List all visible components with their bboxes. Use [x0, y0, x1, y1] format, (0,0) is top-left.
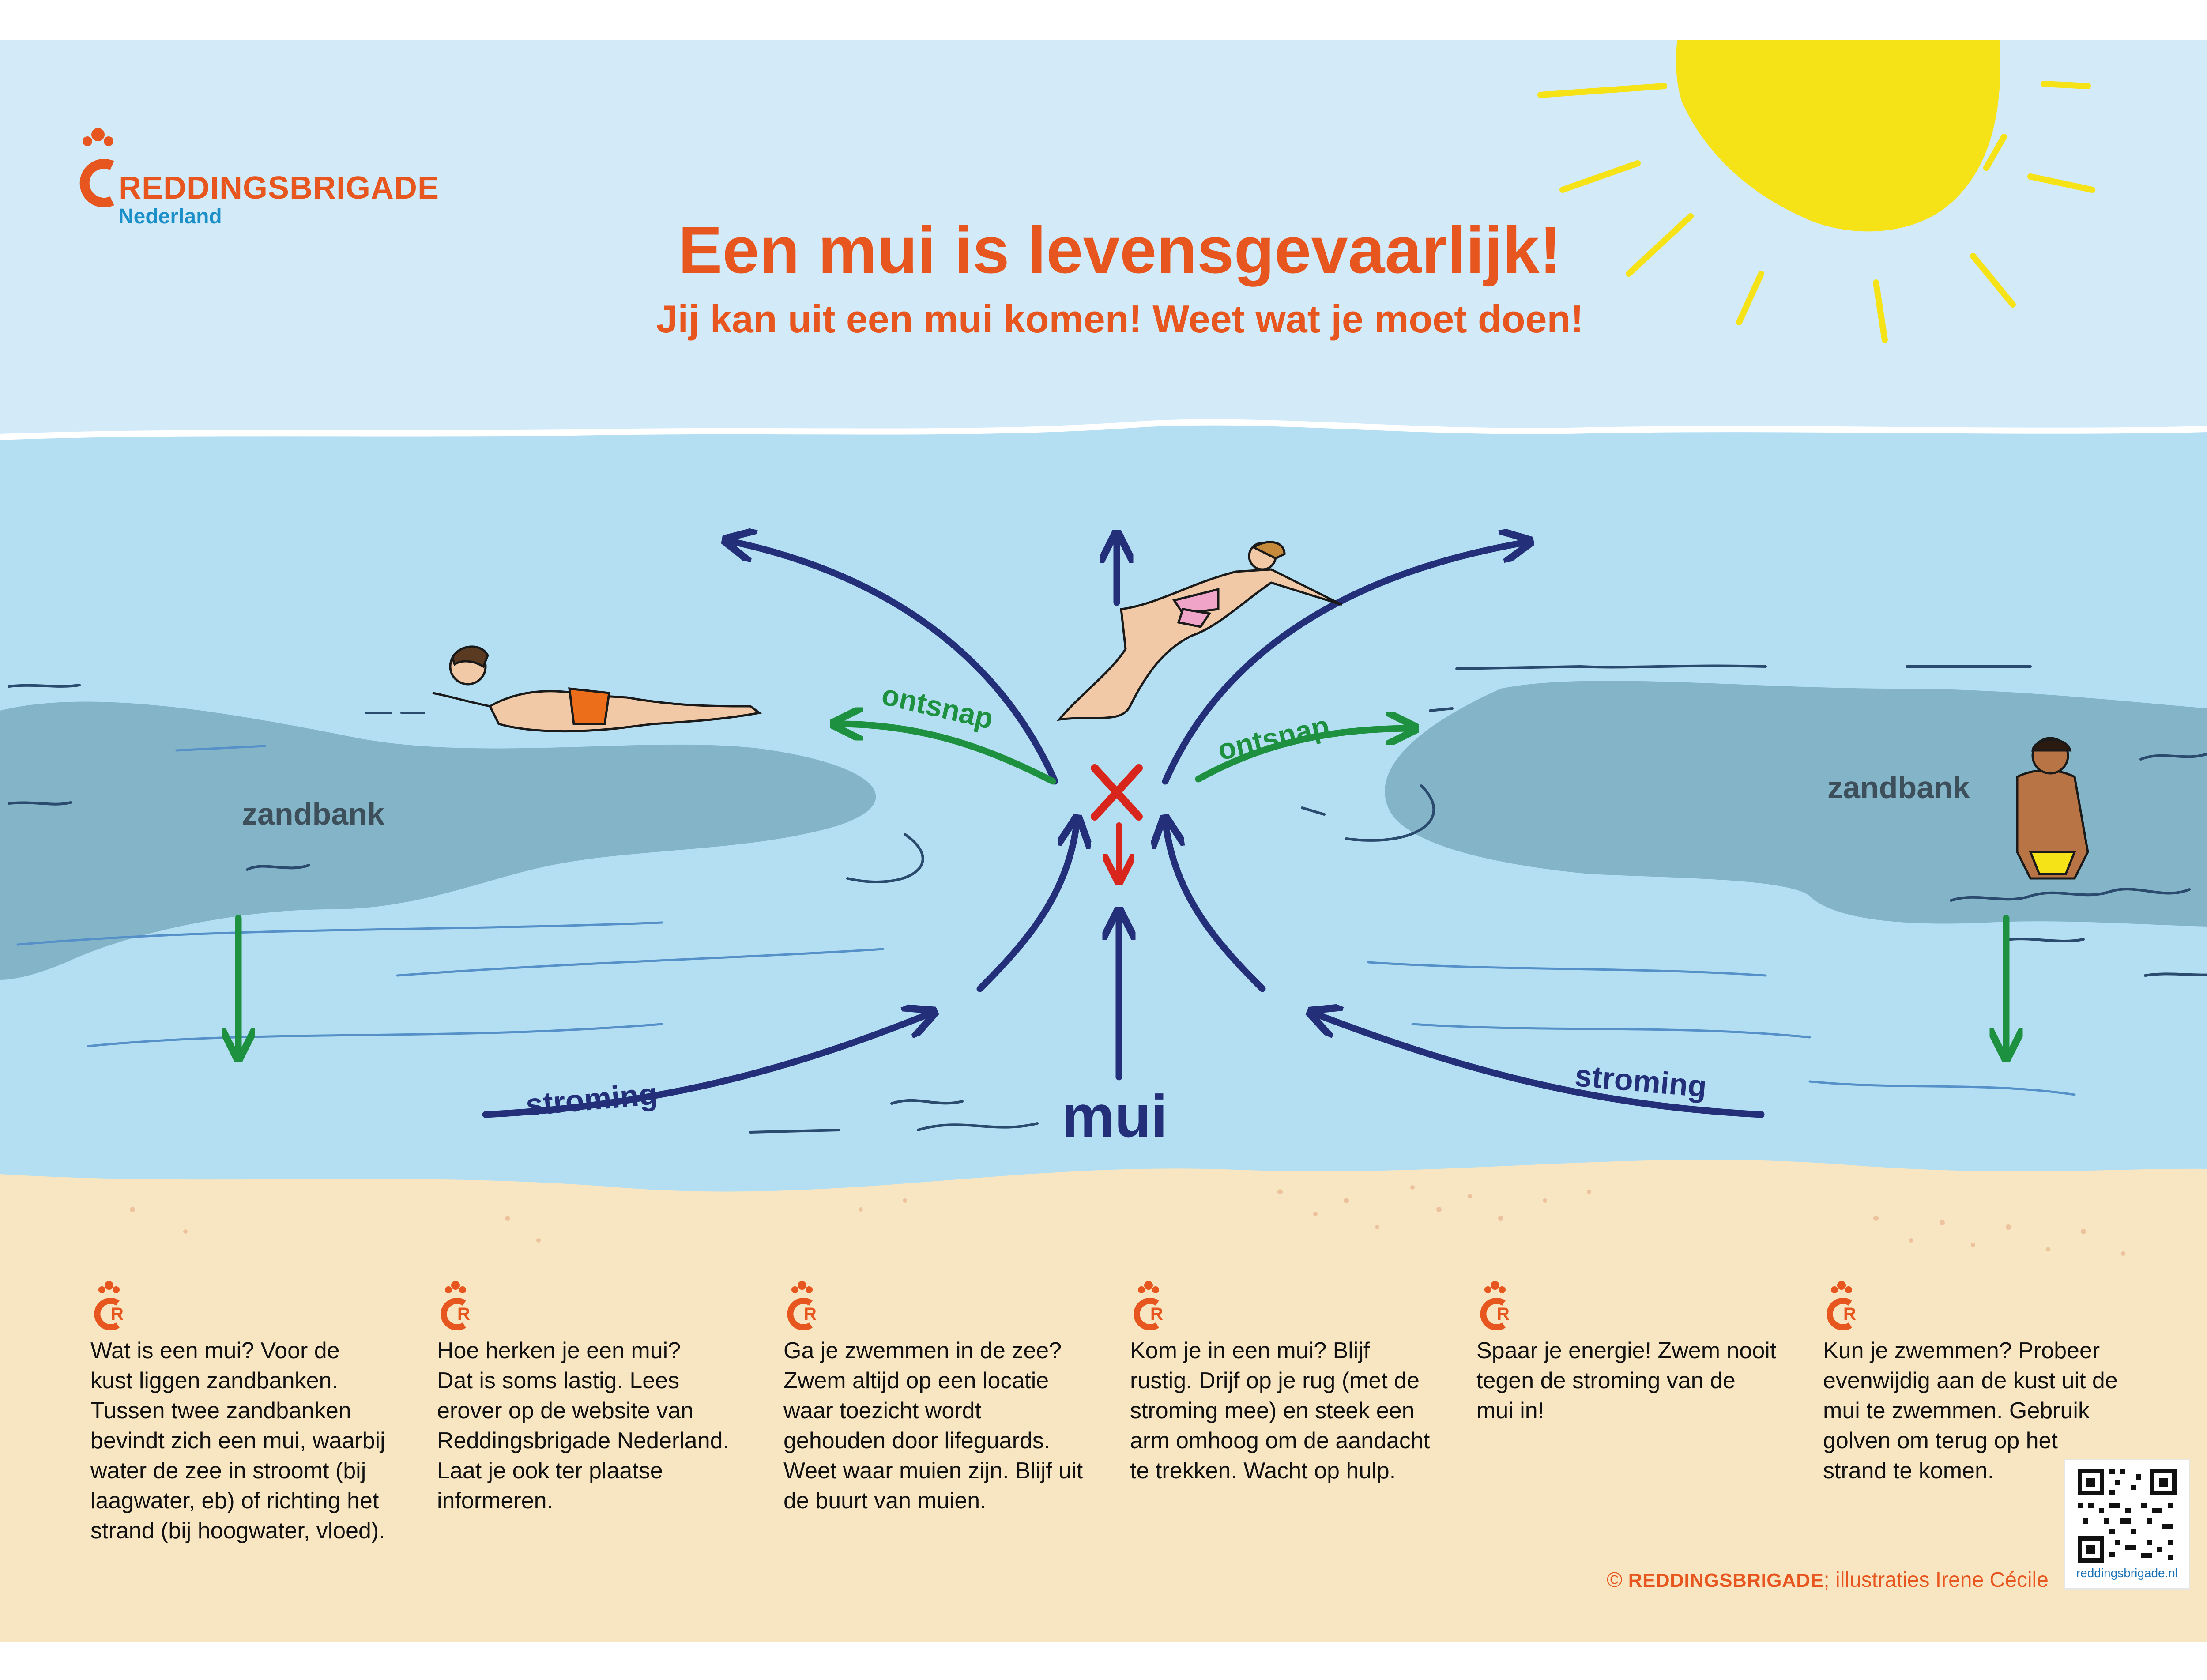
escape-arrows	[238, 724, 2006, 1055]
tip-4: R Kom je in een mui? Blijf rustig. Drijf…	[1130, 1280, 1452, 1486]
standing-figure	[2016, 737, 2089, 880]
tip-2: R Hoe herken je een mui? Dat is soms las…	[437, 1280, 759, 1516]
credit-brand: REDDINGSBRIGADE	[1628, 1570, 1824, 1591]
lifebuoy-logo-icon: R	[787, 1281, 817, 1330]
credit-text: ; illustraties Irene Cécile	[1823, 1568, 2049, 1592]
swimmer-figure	[432, 645, 762, 733]
brand-name: REDDINGSBRIGADE	[118, 170, 440, 206]
tip-text: Kun je zwemmen? Probeer evenwijdig aan d…	[1823, 1338, 2118, 1484]
arrow-stroming-left	[482, 1013, 931, 1118]
brand-sub: Nederland	[118, 205, 222, 228]
svg-text:R: R	[1497, 1304, 1510, 1324]
label-mui: mui	[1062, 1083, 1168, 1149]
danger-cross-icon	[1091, 764, 1143, 878]
tip-text: Wat is een mui? Voor de kust liggen zand…	[90, 1338, 385, 1544]
arrow-out-right	[1162, 542, 1527, 785]
sea	[0, 422, 2207, 1218]
arrow-ontsnap-left	[836, 724, 1056, 785]
lifebuoy-logo-icon: R	[441, 1281, 470, 1330]
sandbank-left	[0, 701, 876, 980]
svg-text:R: R	[111, 1304, 124, 1324]
page-title: Een mui is levensgevaarlijk!	[678, 213, 1562, 287]
sun-icon	[1537, 40, 2095, 343]
qr-pattern	[2078, 1469, 2177, 1563]
label-ontsnap-left: ontsnap	[879, 678, 997, 735]
lifebuoy-logo-icon: R	[1134, 1281, 1163, 1330]
lifebuoy-logo-icon: R	[1480, 1281, 1510, 1330]
tip-6: R Kun je zwemmen? Probeer evenwijdig aan…	[1823, 1280, 2145, 1486]
qr-url: reddingsbrigade.nl	[2076, 1566, 2178, 1580]
copyright-symbol: ©	[1607, 1568, 1623, 1592]
tip-3: R Ga je zwemmen in de zee? Zwem altijd o…	[783, 1280, 1106, 1516]
tip-text: Ga je zwemmen in de zee? Zwem altijd op …	[783, 1338, 1083, 1514]
arrow-out-left	[728, 541, 1058, 785]
credit-line: © REDDINGSBRIGADE; illustraties Irene Cé…	[1607, 1568, 2049, 1592]
lifebuoy-logo-icon: R	[1827, 1281, 1856, 1330]
arrow-stroming-right	[1313, 1013, 1765, 1118]
tip-1: R Wat is een mui? Voor de kust liggen za…	[90, 1280, 413, 1546]
floating-figure	[1057, 541, 1343, 721]
arrow-ontsnap-right	[1195, 728, 1412, 783]
page-subtitle: Jij kan uit een mui komen! Weet wat je m…	[656, 297, 1584, 341]
sandbank-right	[1385, 681, 2207, 927]
tip-text: Hoe herken je een mui? Dat is soms lasti…	[437, 1338, 730, 1514]
tip-text: Kom je in een mui? Blijf rustig. Drijf o…	[1130, 1338, 1430, 1484]
sand-speckles	[130, 1185, 2125, 1256]
label-zandbank-right: zandbank	[1827, 770, 1970, 805]
label-stroming-left: stroming	[524, 1076, 659, 1122]
tip-text: Spaar je energie! Zwem nooit tegen de st…	[1476, 1338, 1777, 1424]
label-zandbank-left: zandbank	[242, 797, 384, 831]
lifebuoy-logo-icon	[79, 128, 114, 207]
svg-text:R: R	[457, 1304, 470, 1324]
current-arrows	[482, 536, 1765, 1118]
arrow-in-left	[976, 821, 1077, 992]
label-ontsnap-right: ontsnap	[1215, 709, 1333, 766]
svg-text:R: R	[1843, 1304, 1856, 1324]
beach	[0, 1160, 2207, 1642]
wave-lines-light	[16, 745, 2076, 1096]
label-stroming-right: stroming	[1574, 1058, 1708, 1104]
lifebuoy-logo-icon: R	[94, 1281, 124, 1330]
qr-code-icon[interactable]: reddingsbrigade.nl	[2064, 1459, 2190, 1590]
tip-5: R Spaar je energie! Zwem nooit tegen de …	[1476, 1280, 1799, 1426]
wave-lines	[8, 664, 2207, 1134]
arrow-in-right	[1165, 821, 1266, 992]
svg-text:R: R	[1150, 1304, 1163, 1324]
svg-text:R: R	[804, 1304, 817, 1324]
